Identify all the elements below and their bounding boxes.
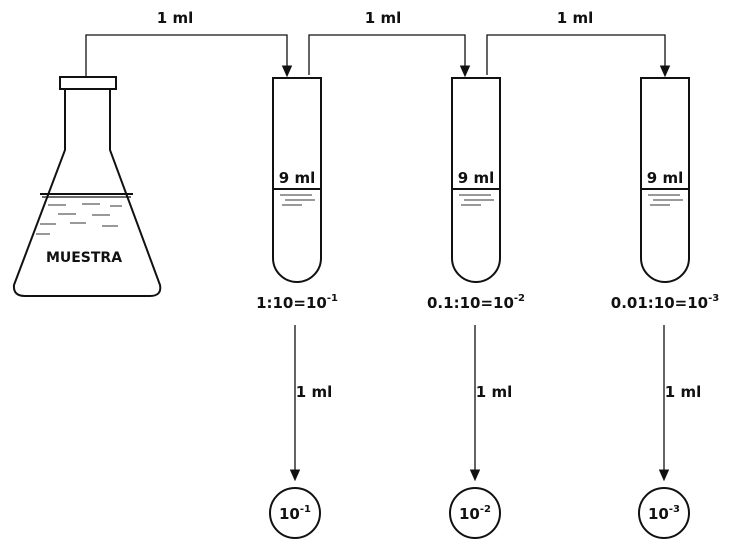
tube-2-dilution-ratio: 0.1:10=10-2 (427, 293, 525, 312)
test-tube-3: 9 ml (641, 78, 689, 282)
plate-1: 10-1 (270, 488, 320, 538)
transfer-arrow-flask-to-tube-1 (86, 35, 287, 78)
plate-3: 10-3 (639, 488, 689, 538)
plate-3-label: 10-3 (648, 504, 680, 523)
tube-2-volume: 9 ml (458, 169, 494, 187)
test-tube-2: 9 ml (452, 78, 500, 282)
test-tube-1: 9 ml (273, 78, 321, 282)
plate-2-label: 10-2 (459, 504, 491, 523)
tube-1-dilution-ratio: 1:10=10-1 (256, 293, 338, 312)
top-transfer-arrows (86, 35, 665, 78)
tube-3-volume: 9 ml (647, 169, 683, 187)
transfer-label-1: 1 ml (157, 9, 193, 27)
down-transfer-label-2: 1 ml (476, 383, 512, 401)
plate-1-label: 10-1 (279, 504, 311, 523)
tube-1-volume: 9 ml (279, 169, 315, 187)
transfer-label-3: 1 ml (557, 9, 593, 27)
tube-3-dilution-ratio: 0.01:10=10-3 (611, 293, 719, 312)
transfer-arrow-tube-1-to-tube-2 (309, 35, 465, 75)
plate-2: 10-2 (450, 488, 500, 538)
down-transfer-label-3: 1 ml (665, 383, 701, 401)
flask-rim (60, 77, 116, 89)
transfer-label-2: 1 ml (365, 9, 401, 27)
down-transfer-label-1: 1 ml (296, 383, 332, 401)
flask-liquid-ripples (36, 204, 122, 234)
sample-flask: MUESTRA (14, 77, 160, 296)
flask-label: MUESTRA (46, 250, 122, 266)
transfer-arrow-tube-2-to-tube-3 (487, 35, 665, 75)
